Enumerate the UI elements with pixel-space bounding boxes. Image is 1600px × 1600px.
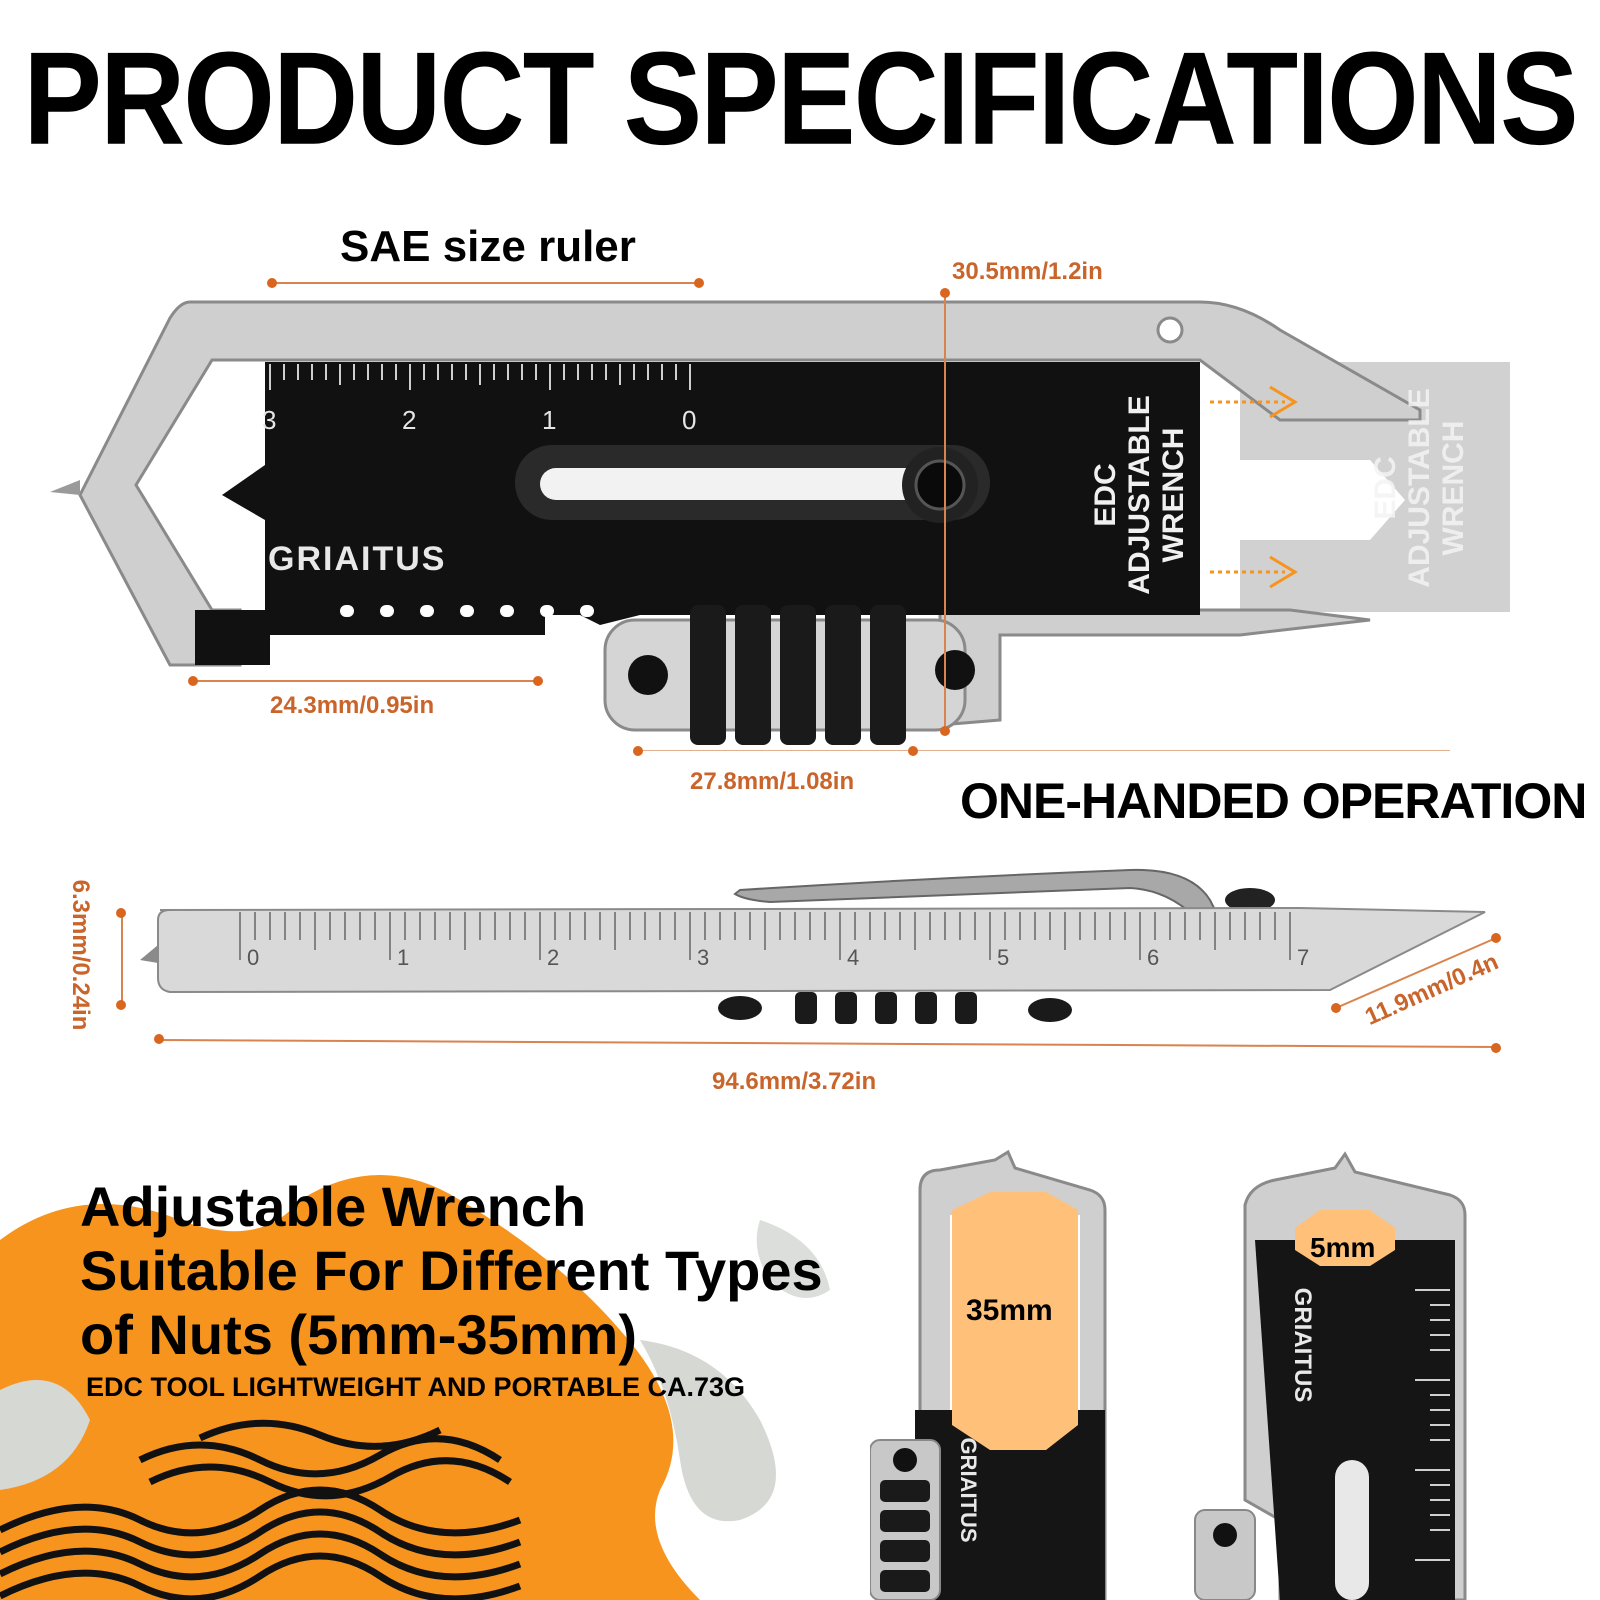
operation-label: ONE-HANDED OPERATION	[960, 773, 1587, 829]
height-dimension-line	[944, 292, 946, 732]
dimension-dot	[533, 676, 543, 686]
ruler-number: 1	[542, 405, 557, 435]
wrench-side-view	[140, 868, 1486, 1024]
side-ruler-number: 2	[547, 945, 560, 970]
side-ruler-number: 5	[997, 945, 1010, 970]
brand-logo-text: GRIAITUS	[956, 1437, 981, 1543]
side-ruler-number: 3	[697, 945, 710, 970]
dimension-dot	[188, 676, 198, 686]
feature-line-1: Adjustable Wrench	[80, 1175, 587, 1238]
brand-logo-text: GRIAITUS	[268, 540, 447, 578]
dimension-dot	[940, 288, 950, 298]
side-ruler-number: 6	[1147, 945, 1160, 970]
decorative-background	[0, 1175, 830, 1600]
jaw-dimension-line	[193, 680, 538, 682]
dimension-dot	[116, 1000, 126, 1010]
dimension-dot	[154, 1034, 164, 1044]
blade-dimension-line	[1331, 933, 1501, 1013]
wrench-small-nut-view	[1194, 1151, 1467, 1600]
feature-line-2: Suitable For Different Types	[80, 1239, 823, 1302]
knob-dimension-line	[638, 750, 1450, 751]
page-title: PRODUCT SPECIFICATIONS	[23, 25, 1578, 173]
feature-subline: EDC TOOL LIGHTWEIGHT AND PORTABLE CA.73G	[86, 1372, 746, 1402]
nut-size-large-label: 35mm	[966, 1294, 1053, 1327]
nut-size-small-label: 5mm	[1310, 1232, 1376, 1263]
height-dimension-label: 30.5mm/1.2in	[952, 258, 1103, 285]
side-ruler-number: 0	[247, 945, 260, 970]
brand-logo-text: GRIAITUS	[1289, 1287, 1316, 1403]
engraving-text-ghost: EDC ADJUSTABLE WRENCH	[1369, 388, 1470, 588]
dimension-dot	[116, 908, 126, 918]
wrench-front-view	[50, 300, 1510, 745]
wrench-large-nut-view	[870, 1150, 1107, 1600]
thickness-dimension-label: 6.3mm/0.24in	[67, 879, 94, 1031]
knob-dimension-label: 27.8mm/1.08in	[690, 768, 855, 795]
side-ruler-number: 7	[1297, 945, 1310, 970]
dimension-dot	[940, 726, 950, 736]
side-ruler-number: 4	[847, 945, 860, 970]
sae-dimension-line	[272, 282, 700, 284]
jaw-dimension-label: 24.3mm/0.95in	[270, 692, 435, 719]
dimension-dot	[1491, 1043, 1501, 1053]
engraving-text: EDC ADJUSTABLE WRENCH	[1089, 395, 1190, 595]
dimension-dot	[267, 278, 277, 288]
extended-jaw-ghost	[1200, 362, 1510, 612]
side-ruler-number: 1	[397, 945, 410, 970]
dimension-dot	[694, 278, 704, 288]
length-dimension-line	[159, 1039, 1498, 1049]
feature-line-3: of Nuts (5mm-35mm)	[80, 1303, 637, 1366]
thickness-dimension-line	[121, 913, 123, 1007]
sae-ruler-label: SAE size ruler	[340, 222, 636, 271]
ruler-number: 2	[402, 405, 417, 435]
length-dimension-label: 94.6mm/3.72in	[712, 1068, 877, 1095]
ruler-number: 0	[682, 405, 697, 435]
dimension-dot	[908, 746, 918, 756]
ruler-number: 3	[262, 405, 277, 435]
dimension-dot	[633, 746, 643, 756]
